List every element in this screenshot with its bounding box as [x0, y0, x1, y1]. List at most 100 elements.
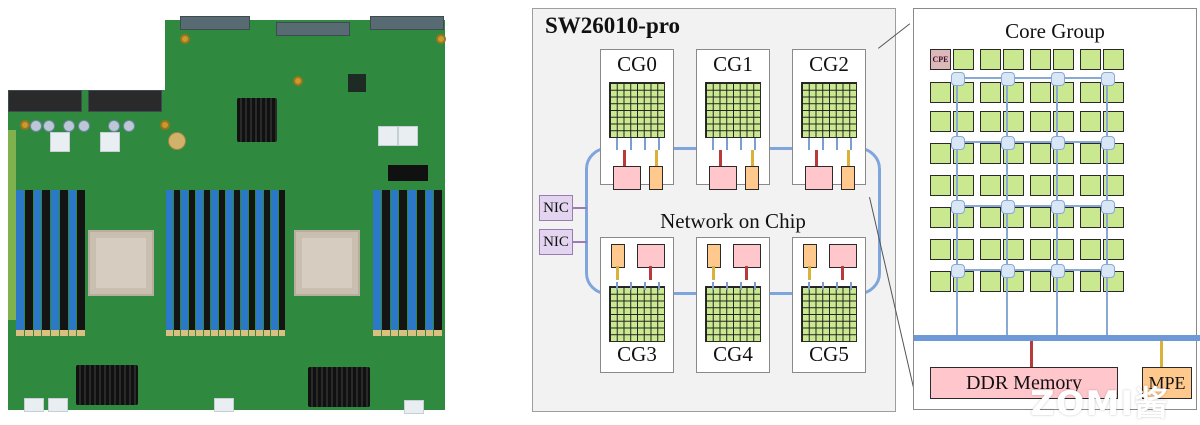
mesh-link [740, 282, 742, 290]
watermark: ZOMI酱 [1030, 384, 1170, 424]
dimm-latch [263, 330, 270, 336]
mpe-link [712, 266, 715, 280]
cpe-mesh: CPE [914, 9, 1196, 409]
cpe-core [1080, 271, 1101, 292]
cpe-mesh-mini [609, 82, 665, 138]
memory-link [815, 150, 818, 166]
mount-hole [160, 120, 170, 130]
cpe-core [953, 239, 974, 260]
cpe-core [1080, 49, 1101, 70]
cpe-core [930, 271, 951, 292]
router-node [1101, 136, 1115, 150]
dimm-slot [434, 190, 442, 336]
cpe-core [1080, 239, 1101, 260]
riser-connector-1 [8, 90, 82, 112]
core-group-cg2: CG2 [792, 49, 866, 190]
router-node [1051, 72, 1065, 86]
mpe-link [616, 266, 619, 280]
mount-hole [20, 120, 30, 130]
mpe-link [808, 266, 811, 280]
cpe-core [1053, 175, 1074, 196]
dimm-bank-left [16, 190, 86, 336]
memory-controller [733, 244, 761, 268]
cpe-core [930, 82, 951, 103]
core-group-bus [914, 335, 1200, 341]
dimm-latch [408, 330, 416, 336]
dimm-latch [211, 330, 218, 336]
cpe-core [1030, 207, 1051, 228]
mesh-link [836, 282, 838, 290]
cpu-socket-1 [88, 230, 154, 296]
motherboard-photo [8, 10, 446, 414]
core-group-cg1: CG1 [696, 49, 770, 190]
dimm-latch [278, 330, 285, 336]
dimm-slot [381, 190, 390, 336]
cpe-core [1080, 111, 1101, 132]
cpe-core [1030, 239, 1051, 260]
router-node [951, 136, 965, 150]
power-connector [48, 398, 68, 412]
cpe-core [930, 239, 951, 260]
nic-link [573, 207, 587, 209]
cpe-core [980, 271, 1001, 292]
dimm-latch [59, 330, 68, 336]
mpe-unit [841, 166, 855, 190]
dimm-latch [68, 330, 77, 336]
dimm-slot [233, 190, 240, 336]
dimm-slot [390, 190, 399, 336]
dimm-slot [373, 190, 381, 336]
mesh-link [658, 138, 660, 150]
mesh-link [836, 138, 838, 150]
core-group-label: CG2 [809, 52, 849, 76]
dimm-slot [263, 190, 270, 336]
top-connector-2 [276, 22, 350, 36]
cpe-core [980, 49, 1001, 70]
dimm-slot [271, 190, 278, 336]
cpe-mesh-mini [801, 286, 857, 342]
dimm-slot [16, 190, 24, 336]
noc-label: Network on Chip [660, 209, 806, 233]
capacitor [43, 120, 55, 132]
dimm-slot [33, 190, 42, 336]
cpe-core [1003, 49, 1024, 70]
dimm-latch [77, 330, 85, 336]
cpe-core [1103, 239, 1124, 260]
power-connector [50, 132, 70, 152]
router-node [1101, 264, 1115, 278]
core-group-label: CG1 [713, 52, 753, 76]
nic-1: NIC [539, 195, 573, 221]
cpe-core [930, 111, 951, 132]
power-connector [24, 398, 44, 412]
core-group-cg4: CG4 [696, 237, 770, 373]
chip-title: SW26010-pro [545, 13, 681, 38]
memory-controller [613, 166, 641, 190]
cpe-core [1080, 207, 1101, 228]
mpe-box: MPE [1142, 367, 1192, 399]
mesh-link [955, 205, 1111, 207]
memory-controller [709, 166, 737, 190]
ddr-memory-box: DDR Memory [930, 367, 1118, 399]
mesh-link [630, 282, 632, 290]
router-node [1051, 200, 1065, 214]
dimm-latch [33, 330, 42, 336]
core-group-cg5: CG5 [792, 237, 866, 373]
dimm-slot [51, 190, 59, 336]
router-node [1001, 264, 1015, 278]
dimm-slot [188, 190, 195, 336]
dimm-latch [373, 330, 381, 336]
dimm-latch [241, 330, 248, 336]
mesh-link [644, 282, 646, 290]
dimm-slot [68, 190, 77, 336]
cpe-core [1053, 49, 1074, 70]
dimm-bank-middle [166, 190, 286, 336]
dimm-slot [248, 190, 255, 336]
cpe-core [930, 175, 951, 196]
cpe-mesh-mini [609, 286, 665, 342]
cpe-core [1103, 175, 1124, 196]
power-connector [398, 126, 418, 146]
mount-hole [436, 34, 446, 44]
power-connector [404, 400, 424, 414]
router-node [1101, 72, 1115, 86]
dimm-slot [173, 190, 180, 336]
dimm-slot [203, 190, 210, 336]
